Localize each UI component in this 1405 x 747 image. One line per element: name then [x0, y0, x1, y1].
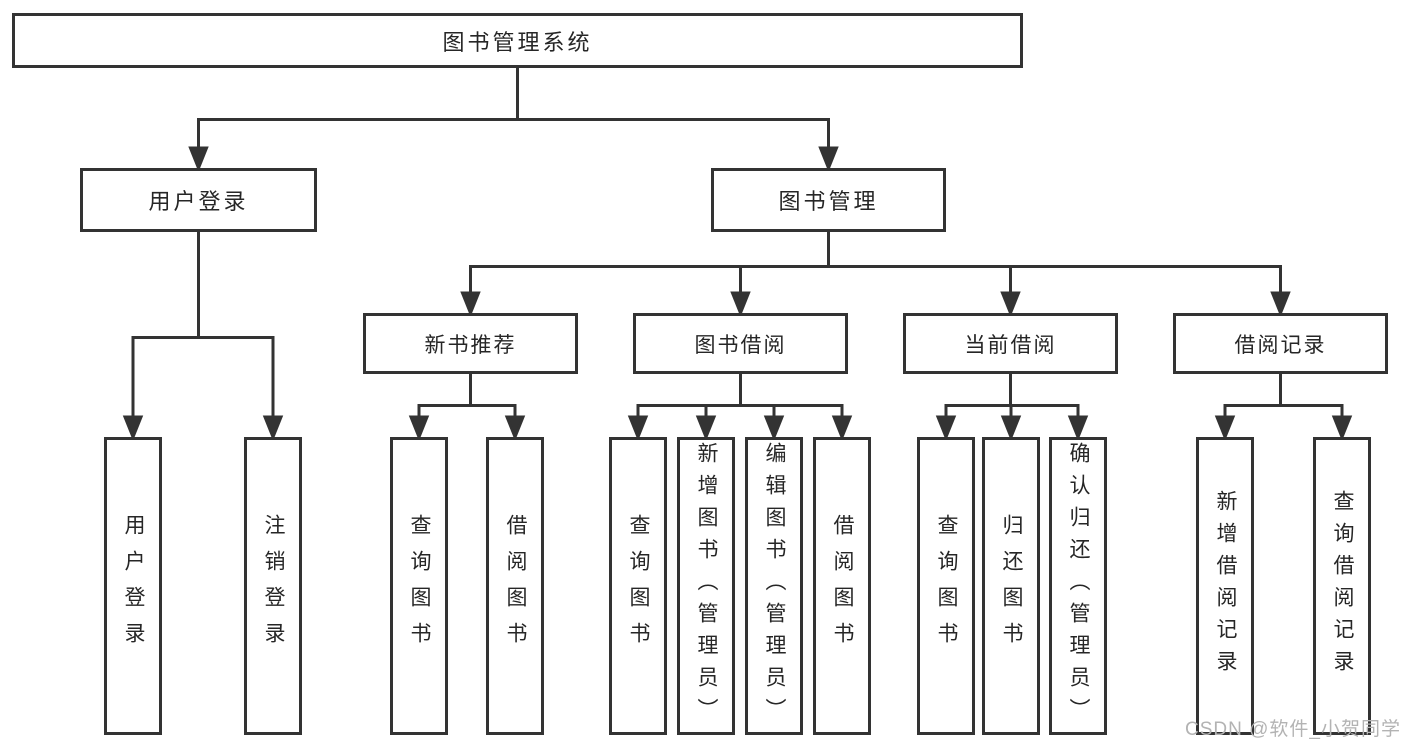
leaf-add-borrow-record: 新增借阅记录 — [1196, 437, 1254, 735]
leaf-logout: 注销登录 — [244, 437, 302, 735]
leaf-query-borrow-record: 查询借阅记录 — [1313, 437, 1371, 735]
leaf-label: 确认归还（管理员） — [1067, 442, 1090, 730]
leaf-label: 查询图书 — [408, 514, 431, 658]
leaf-label: 注销登录 — [262, 514, 285, 658]
csdn-watermark: CSDN @软件_小贺同学 — [1185, 719, 1401, 740]
leaf-user-login: 用户登录 — [104, 437, 162, 735]
leaf-add-books-admin: 新增图书（管理员） — [677, 437, 735, 735]
leaf-label: 借阅图书 — [504, 514, 527, 658]
leaf-borrow-books-2: 借阅图书 — [813, 437, 871, 735]
leaf-return-books: 归还图书 — [982, 437, 1040, 735]
leaf-query-books-2: 查询图书 — [609, 437, 667, 735]
leaf-query-books-3: 查询图书 — [917, 437, 975, 735]
node-borrow-records: 借阅记录 — [1173, 313, 1388, 374]
leaf-label: 借阅图书 — [831, 514, 854, 658]
node-root-library-system: 图书管理系统 — [12, 13, 1023, 68]
leaf-label: 归还图书 — [1000, 514, 1023, 658]
leaf-label: 编辑图书（管理员） — [763, 442, 786, 730]
leaf-label: 查询图书 — [627, 514, 650, 658]
node-book-management: 图书管理 — [711, 168, 946, 232]
leaf-label: 新增借阅记录 — [1214, 490, 1237, 682]
leaf-borrow-books-1: 借阅图书 — [486, 437, 544, 735]
node-current-borrow: 当前借阅 — [903, 313, 1118, 374]
leaf-query-books-1: 查询图书 — [390, 437, 448, 735]
node-user-login: 用户登录 — [80, 168, 317, 232]
node-book-borrow: 图书借阅 — [633, 313, 848, 374]
leaf-label: 查询图书 — [935, 514, 958, 658]
leaf-edit-books-admin: 编辑图书（管理员） — [745, 437, 803, 735]
leaf-label: 查询借阅记录 — [1331, 490, 1354, 682]
leaf-label: 新增图书（管理员） — [695, 442, 718, 730]
node-new-book-recommend: 新书推荐 — [363, 313, 578, 374]
leaf-confirm-return-admin: 确认归还（管理员） — [1049, 437, 1107, 735]
leaf-label: 用户登录 — [122, 514, 145, 658]
